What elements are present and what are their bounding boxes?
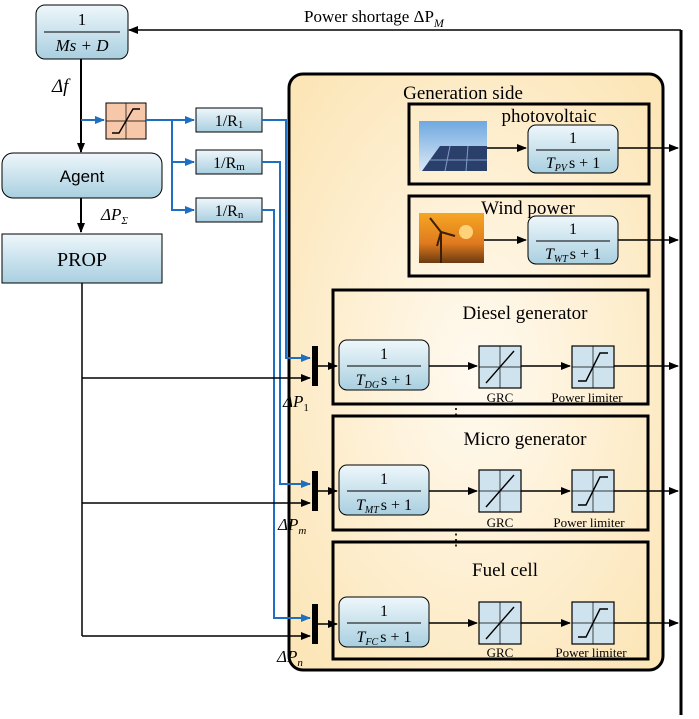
- delta-pn-label: ΔPn: [276, 647, 303, 669]
- fc-grc-block: [478, 601, 522, 645]
- mt-power-limiter-block: [571, 469, 615, 513]
- ellipsis-dots-1: ⋮: [448, 401, 464, 418]
- droop-label-m: 1/Rm: [213, 155, 245, 173]
- fc-power-limiter-block: [571, 601, 615, 645]
- delta-f-label: Δf: [51, 76, 71, 97]
- dg-transfer-block: [338, 339, 430, 391]
- delta-pm-label: ΔPm: [277, 515, 306, 537]
- dg-tf-numerator: 1: [380, 346, 388, 363]
- droop-label-1: 1/R1: [215, 113, 244, 131]
- diesel-generator-box: [331, 288, 650, 406]
- fuel-cell-title: Fuel cell: [472, 560, 538, 581]
- system-tf-denominator: Ms + D: [54, 36, 109, 55]
- solar-panel-image: [419, 121, 487, 172]
- fuel-cell-box: [331, 540, 650, 661]
- micro-generator-title: Micro generator: [464, 429, 588, 450]
- pv-transfer-block: [527, 124, 619, 174]
- mt-grc-block: [478, 469, 522, 513]
- generation-side-title: Generation side: [403, 83, 523, 104]
- dg-power-limiter-block: [571, 345, 615, 389]
- dg-mux-bar: [312, 346, 318, 386]
- fc-power-limiter-label: Power limiter: [555, 645, 627, 660]
- ellipsis-dots-2: ⋮: [448, 532, 464, 549]
- fc-mux-bar: [312, 604, 318, 644]
- micro-generator-box: [331, 414, 650, 532]
- deadband-saturation-block: [105, 102, 147, 140]
- delta-p1-label: ΔP1: [282, 392, 309, 414]
- droop-block-1: [195, 107, 263, 133]
- photovoltaic-title: photovoltaic: [502, 106, 597, 127]
- mt-tf-numerator: 1: [380, 471, 388, 488]
- dg-power-limiter-label: Power limiter: [551, 390, 623, 405]
- photovoltaic-box: [407, 102, 651, 186]
- wind-turbine-image: [419, 213, 484, 263]
- pv-tf-numerator: 1: [569, 130, 577, 147]
- droop-label-n: 1/Rn: [215, 203, 244, 221]
- droop-block-m: [195, 149, 263, 175]
- system-tf-numerator: 1: [78, 10, 87, 29]
- fc-grc-label: GRC: [487, 645, 514, 660]
- delta-p-sigma-label: ΔPΣ: [100, 205, 128, 227]
- mt-mux-bar: [312, 471, 318, 511]
- fc-transfer-block: [338, 596, 430, 648]
- power-shortage-label: Power shortage ΔPM: [304, 7, 445, 30]
- agent-label: Agent: [60, 167, 105, 186]
- mt-transfer-block: [338, 464, 430, 516]
- prop-block: [1, 233, 163, 284]
- dg-grc-block: [478, 345, 522, 389]
- mt-power-limiter-label: Power limiter: [553, 515, 625, 530]
- mt-grc-label: GRC: [487, 515, 514, 530]
- dg-grc-label: GRC: [487, 390, 514, 405]
- prop-label: PROP: [57, 249, 107, 271]
- diesel-generator-title: Diesel generator: [462, 303, 588, 324]
- fc-tf-numerator: 1: [380, 603, 388, 620]
- wind-power-box: [407, 194, 651, 278]
- wind-power-title: Wind power: [481, 198, 575, 219]
- wt-tf-numerator: 1: [569, 221, 577, 238]
